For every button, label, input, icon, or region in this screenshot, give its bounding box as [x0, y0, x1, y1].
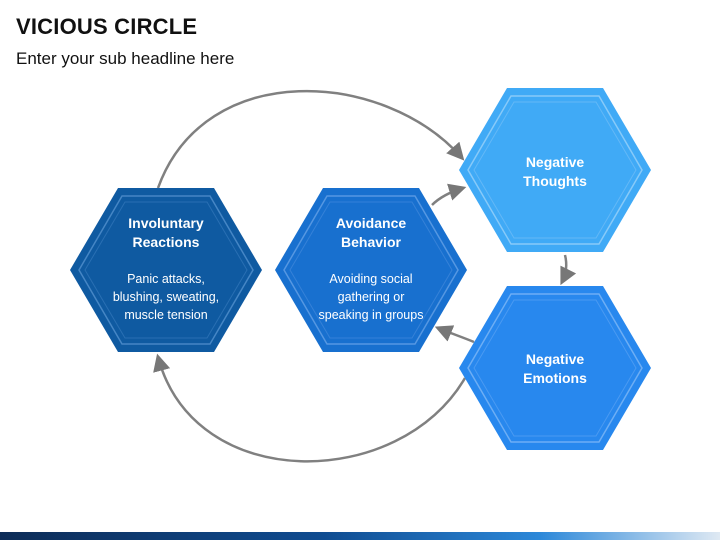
footer-gradient-bar	[0, 532, 720, 540]
node-negative-emotions	[459, 286, 651, 450]
node-negative-thoughts	[459, 88, 651, 252]
edge-emotions-to-avoidance	[434, 325, 475, 344]
node-title: Involuntary Reactions	[128, 215, 204, 250]
edge-thoughts-to-emotions	[560, 254, 577, 286]
node-negative-emotions-text: Negative Emotions	[475, 350, 635, 388]
node-title: Negative Emotions	[523, 351, 587, 386]
page-title: VICIOUS CIRCLE	[16, 14, 198, 39]
node-description: Avoiding social gathering or speaking in…	[318, 272, 424, 322]
node-title: Negative Thoughts	[523, 154, 587, 189]
node-description: Panic attacks, blushing, sweating, muscl…	[112, 272, 220, 322]
node-involuntary-reactions	[70, 188, 262, 352]
node-avoidance-behavior-text: Avoidance Behavior Avoiding social gathe…	[291, 214, 451, 324]
edge-involuntary-to-thoughts	[156, 89, 465, 189]
edge-avoidance-to-thoughts	[431, 183, 467, 206]
node-negative-thoughts-text: Negative Thoughts	[475, 153, 635, 191]
edge-emotions-to-involuntary	[153, 353, 467, 463]
node-avoidance-behavior	[275, 188, 467, 352]
node-title: Avoidance Behavior	[335, 215, 407, 250]
page-subtitle: Enter your sub headline here	[16, 49, 235, 68]
node-involuntary-reactions-text: Involuntary Reactions Panic attacks, blu…	[86, 214, 246, 324]
